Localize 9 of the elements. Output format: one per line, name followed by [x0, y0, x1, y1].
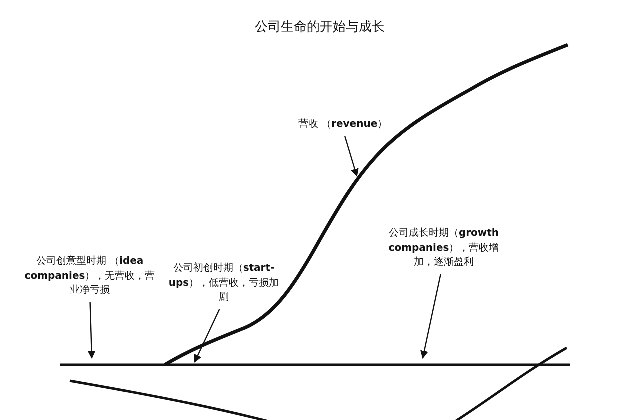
- leader-line: [194, 309, 220, 363]
- leader-line: [344, 136, 359, 177]
- callout-text: 营收 （revenue）: [283, 118, 403, 132]
- callout-text: 公司成长时期（growth companies），营收增加，逐渐盈利: [388, 227, 500, 270]
- callout-text: 公司创意型时期 （idea companies），无营收，营业净亏损: [20, 255, 160, 298]
- leader-line: [420, 274, 442, 359]
- title: 公司生命的开始与成长: [254, 19, 386, 36]
- leader-line: [88, 302, 96, 359]
- callout-text: 公司初创时期（start-ups），低营收，亏损加剧: [168, 262, 280, 306]
